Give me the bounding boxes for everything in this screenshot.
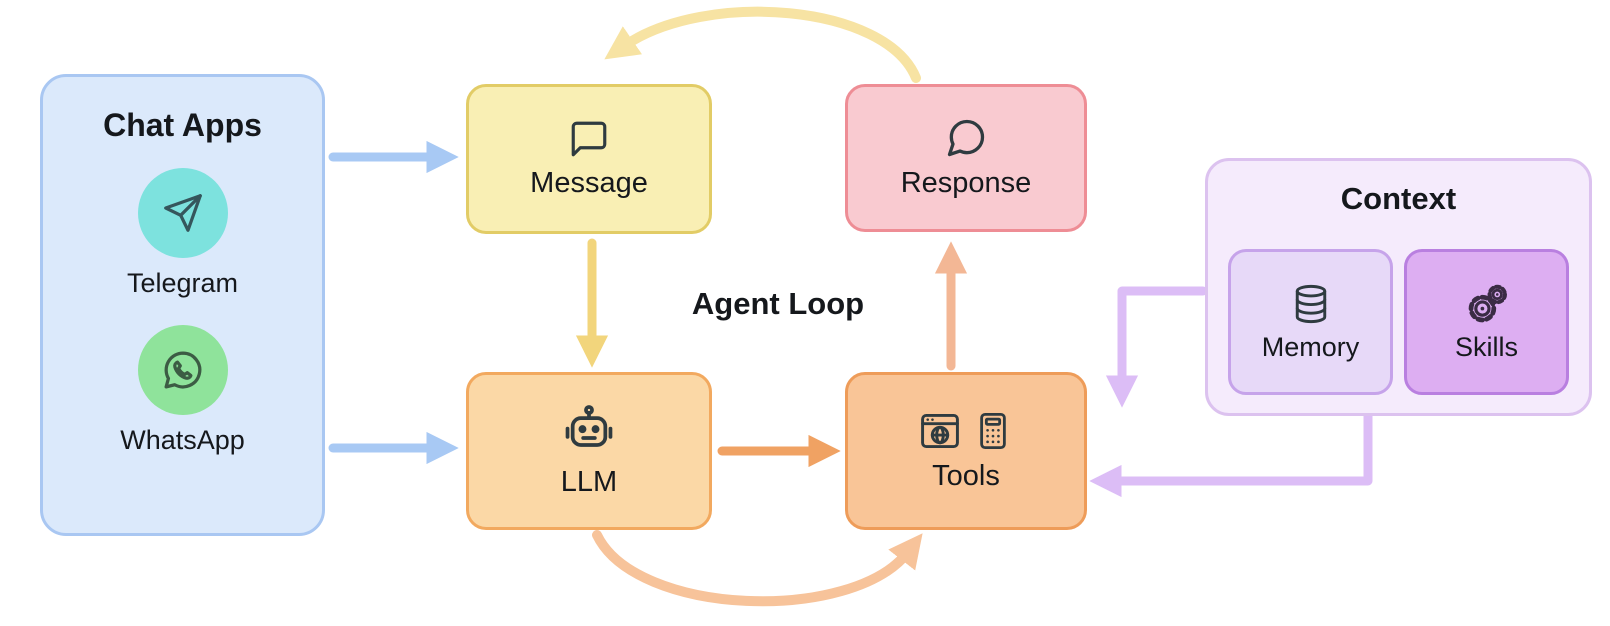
tools-icons xyxy=(918,409,1014,453)
skills-label: Skills xyxy=(1454,331,1518,362)
arrow-context-to-tools-lower xyxy=(1089,411,1373,498)
memory-node: Memory xyxy=(1228,249,1393,395)
agent-loop-title: Agent Loop xyxy=(691,286,865,321)
response-label: Response xyxy=(900,167,1032,200)
llm-node: LLM xyxy=(466,372,712,530)
chat-apps-title: Chat Apps xyxy=(103,107,262,143)
context-panel: Context Memory Skills xyxy=(1205,158,1592,416)
message-label: Message xyxy=(530,167,648,200)
tools-node: Tools xyxy=(845,372,1087,530)
arrow-context-to-tools-upper xyxy=(1105,286,1208,408)
chat-apps-panel: Chat Apps Telegram WhatsApp xyxy=(40,74,325,536)
tools-label: Tools xyxy=(932,460,1000,493)
gears-icon xyxy=(1468,284,1507,322)
message-node: Message xyxy=(466,84,712,234)
database-icon xyxy=(1295,284,1326,323)
telegram-icon xyxy=(137,168,228,258)
response-node: Response xyxy=(845,84,1087,232)
arrow-response-to-message-curved xyxy=(604,6,921,83)
robot-icon xyxy=(565,405,613,447)
calculator-icon xyxy=(980,413,1006,450)
skills-node: Skills xyxy=(1404,249,1569,395)
telegram-label: Telegram xyxy=(126,268,239,298)
whatsapp-label: WhatsApp xyxy=(120,425,245,455)
context-title: Context xyxy=(1340,181,1457,216)
arrow-llm-to-tools-curved xyxy=(592,530,923,607)
browser-globe-icon xyxy=(921,413,959,449)
response-bubble-icon xyxy=(947,119,985,157)
memory-label: Memory xyxy=(1261,331,1360,362)
message-bubble-icon xyxy=(571,121,607,157)
whatsapp-icon xyxy=(137,325,228,415)
llm-label: LLM xyxy=(560,466,618,499)
